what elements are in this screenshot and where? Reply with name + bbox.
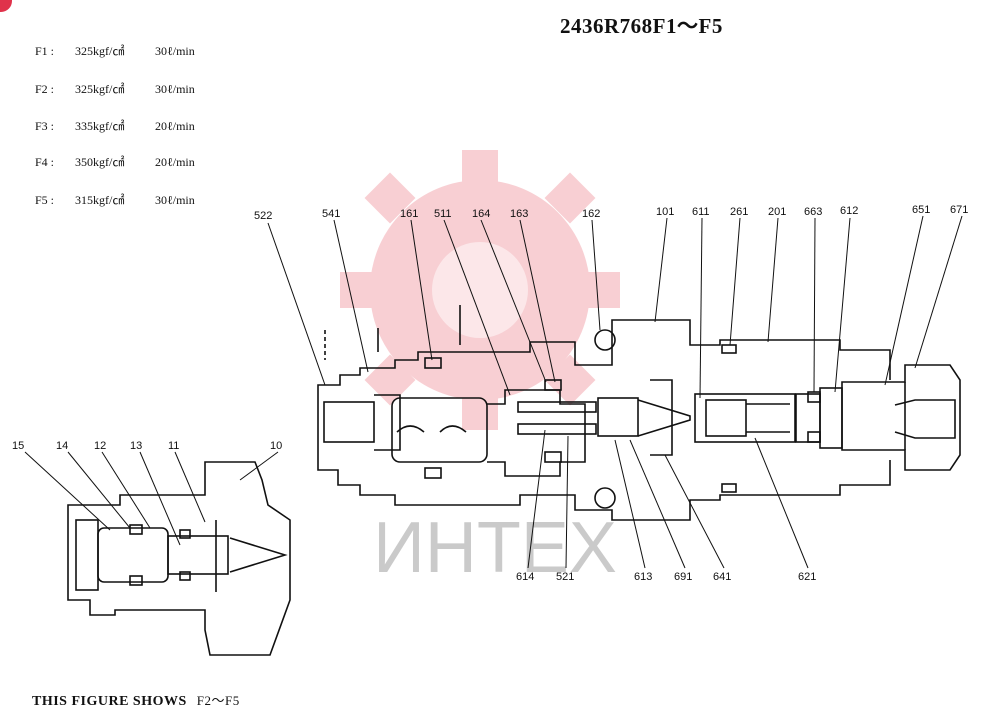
drawing-title: 2436R768F1～F5 <box>560 14 723 38</box>
part-label: 101 <box>656 206 674 218</box>
main-leader-lines <box>267 215 963 569</box>
part-label: 541 <box>322 208 340 220</box>
part-label: 162 <box>582 208 600 220</box>
part-label: 13 <box>130 440 142 452</box>
part-label: 691 <box>674 571 692 583</box>
watermark-text: ИНТЕХ <box>373 508 617 588</box>
part-label: 663 <box>804 206 822 218</box>
small-valve-section <box>67 461 291 656</box>
small-labels: 15 14 12 13 11 10 <box>12 440 282 452</box>
part-label: 201 <box>768 206 786 218</box>
part-label: 163 <box>510 208 528 220</box>
main-valve-section <box>317 305 961 521</box>
part-label: 621 <box>798 571 816 583</box>
part-label: 612 <box>840 205 858 217</box>
part-label: 651 <box>912 204 930 216</box>
part-label: 15 <box>12 440 24 452</box>
part-label: 521 <box>556 571 574 583</box>
part-label: 14 <box>56 440 68 452</box>
part-label: 641 <box>713 571 731 583</box>
part-label: 12 <box>94 440 106 452</box>
part-label: 10 <box>270 440 282 452</box>
part-label: 261 <box>730 206 748 218</box>
part-label: 161 <box>400 208 418 220</box>
part-label: 614 <box>516 571 534 583</box>
small-leader-lines <box>24 451 279 546</box>
part-label: 522 <box>254 210 272 222</box>
part-label: 11 <box>168 440 179 452</box>
part-label: 511 <box>434 208 452 220</box>
part-label: 611 <box>692 206 710 218</box>
main-labels: 522 541 161 511 164 163 162 101 611 261 … <box>254 204 968 583</box>
part-label: 164 <box>472 208 490 220</box>
part-label: 613 <box>634 571 652 583</box>
part-label: 671 <box>950 204 968 216</box>
